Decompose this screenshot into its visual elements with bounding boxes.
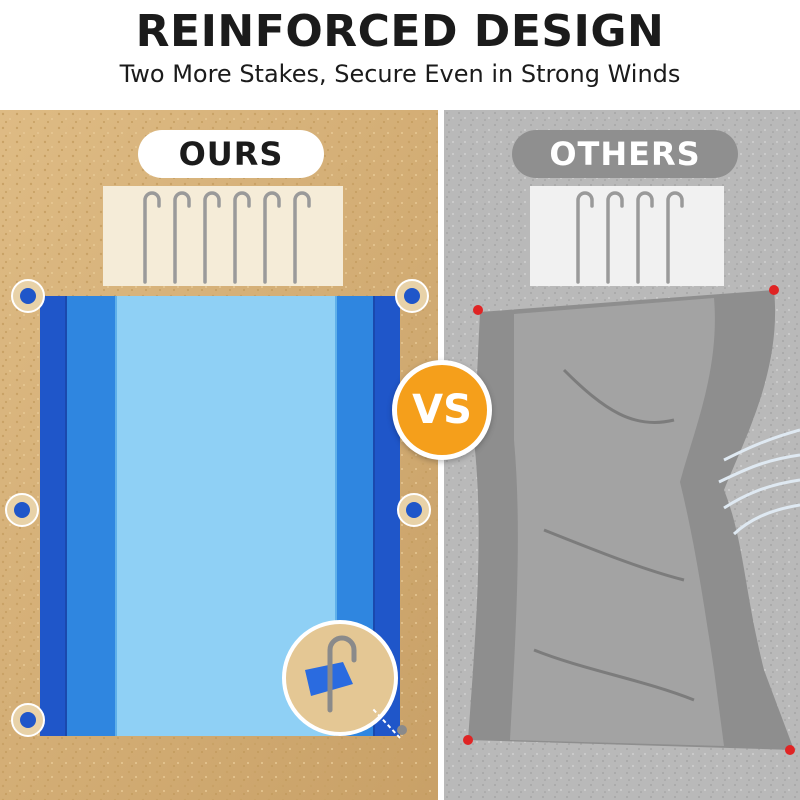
page-subtitle: Two More Stakes, Secure Even in Strong W… bbox=[119, 60, 681, 88]
others-panel: OTHERS bbox=[444, 110, 800, 800]
stake-icon bbox=[666, 191, 684, 284]
corner-point-icon bbox=[463, 735, 473, 745]
corner-point-icon bbox=[473, 305, 483, 315]
stakes-group bbox=[576, 191, 684, 284]
stakes-group bbox=[143, 191, 311, 284]
stake-icon bbox=[636, 191, 654, 284]
stake-icon bbox=[263, 191, 281, 284]
stake-icon bbox=[606, 191, 624, 284]
blue-beach-mat bbox=[5, 279, 431, 739]
ours-label: OURS bbox=[138, 130, 324, 178]
wind-icon bbox=[723, 428, 800, 462]
wind-icon bbox=[723, 478, 800, 510]
stake-icon bbox=[576, 191, 594, 284]
corner-point-icon bbox=[785, 745, 795, 755]
corner-point-icon bbox=[769, 285, 779, 295]
page-title: REINFORCED DESIGN bbox=[135, 6, 665, 57]
stake-icon bbox=[233, 191, 251, 284]
wind-icon bbox=[732, 503, 800, 536]
wind-icon bbox=[718, 453, 800, 484]
stake-icon bbox=[143, 191, 161, 284]
vs-badge: VS bbox=[392, 360, 492, 460]
header: REINFORCED DESIGN Two More Stakes, Secur… bbox=[0, 0, 800, 110]
others-label: OTHERS bbox=[512, 130, 738, 178]
ours-panel: OURS bbox=[0, 110, 438, 800]
stake-icon bbox=[173, 191, 191, 284]
four-stakes-card bbox=[530, 186, 724, 286]
stake-icon bbox=[293, 191, 311, 284]
six-stakes-card bbox=[103, 186, 343, 286]
gray-windblown-mat bbox=[463, 285, 800, 755]
stake-icon bbox=[203, 191, 221, 284]
